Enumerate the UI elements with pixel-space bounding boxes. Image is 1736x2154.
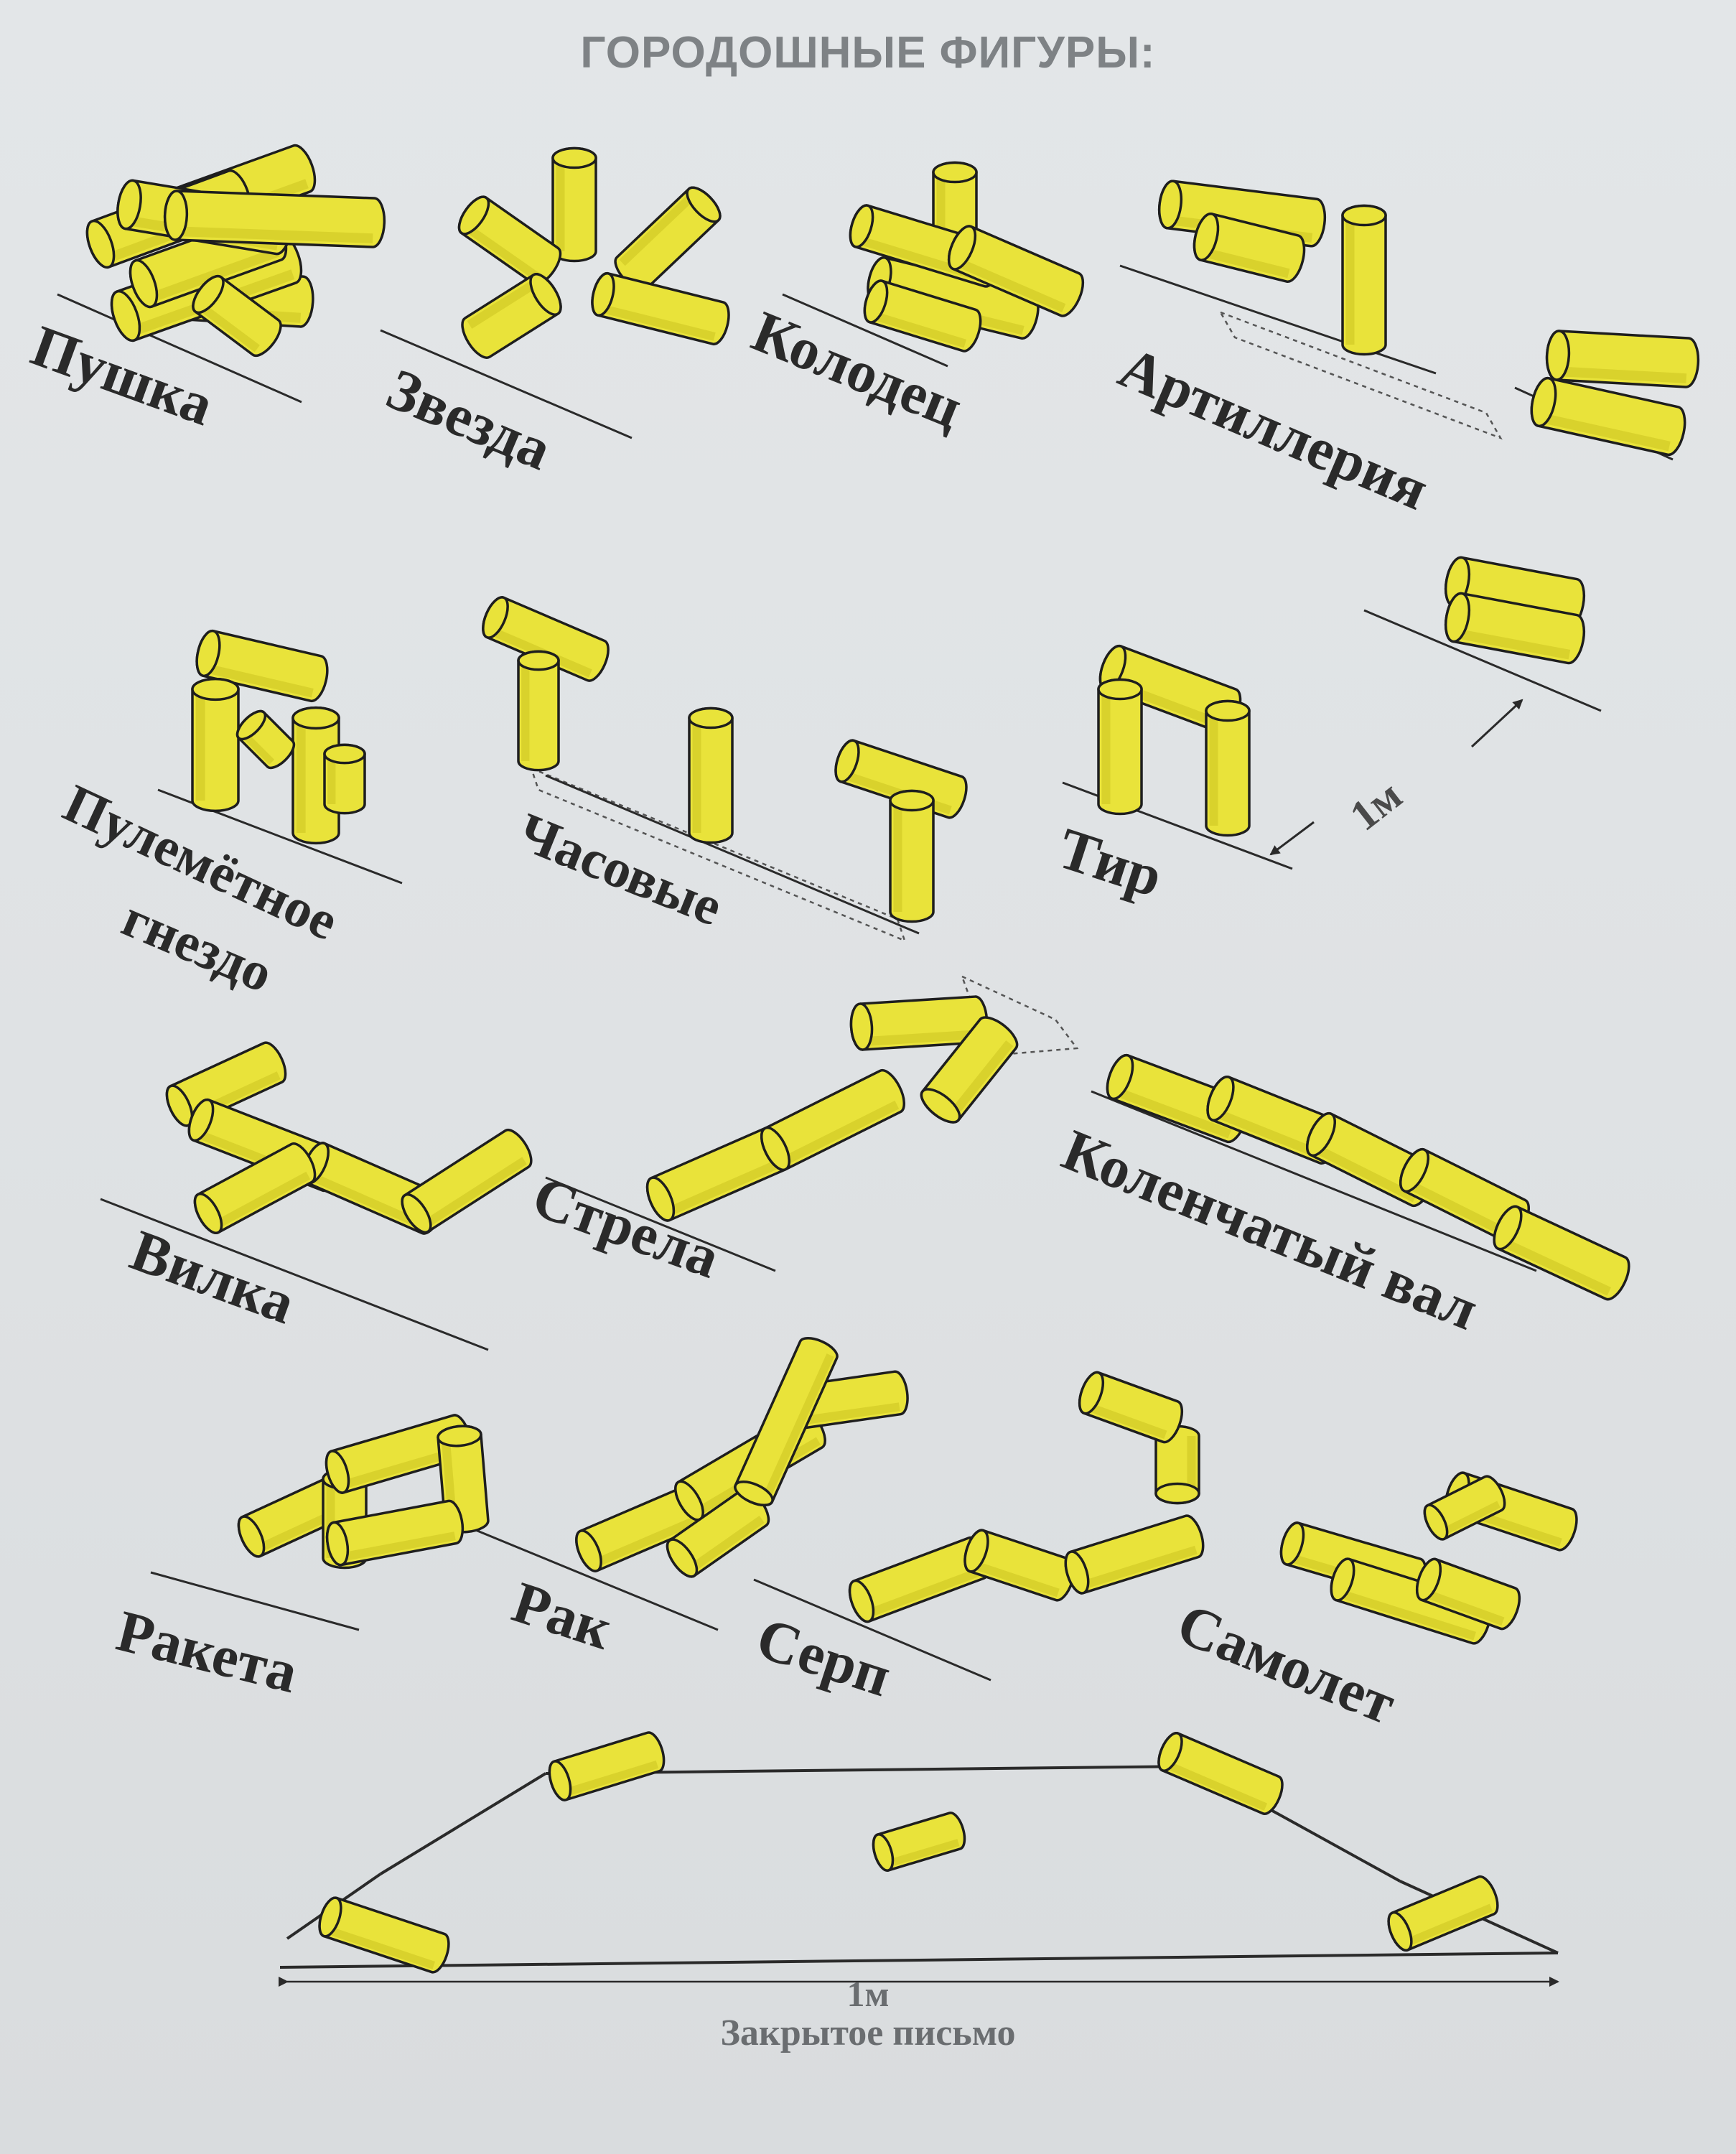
gorodki-stick [191, 677, 240, 813]
chasovye-outline [529, 766, 907, 943]
letter-edge [379, 1772, 547, 1875]
gorodki-stick [920, 1016, 1019, 1124]
gorodki-stick [318, 1896, 450, 1974]
gorodki-stick [1444, 592, 1586, 665]
gorodki-stick [401, 1128, 533, 1234]
base-line [473, 1528, 719, 1631]
gorodki-stick [1545, 330, 1700, 388]
base-line [545, 774, 920, 935]
gorodki-stick [461, 273, 562, 359]
gorodki-stick [325, 1499, 465, 1567]
gorodki-stick [457, 195, 562, 286]
gorodki-stick [1423, 1475, 1506, 1541]
gorodki-stick [1341, 204, 1387, 356]
gorodki-stick [591, 271, 730, 346]
base-line [150, 1571, 360, 1631]
gorodki-stick [548, 1731, 666, 1801]
gorodki-stick [1399, 1147, 1530, 1244]
page-title: ГОРОДОШНЫЕ ФИГУРЫ: [580, 28, 1156, 78]
gorodki-stick [889, 789, 935, 923]
base-line [545, 1176, 776, 1272]
gorodki-stick [872, 1812, 966, 1872]
gorodki-stick [1205, 699, 1251, 837]
base-line [753, 1578, 991, 1682]
gorodki-stick [947, 225, 1085, 317]
gorodki-stick [1387, 1875, 1499, 1952]
gorodki-stick [688, 707, 734, 844]
gorodki-stick [1097, 678, 1143, 816]
gorodki-stick [1530, 376, 1686, 457]
base-line [100, 1198, 489, 1351]
gorodki-stick [963, 1529, 1075, 1602]
base-line [1119, 264, 1437, 375]
gorodki-stick [1078, 1371, 1184, 1444]
base-line [1091, 1090, 1537, 1272]
gorodki-stick [734, 1337, 839, 1506]
gorodki-stick [163, 190, 386, 248]
base-line [782, 293, 948, 368]
base-line [57, 293, 302, 404]
letter-dimension-1m: 1м [846, 1974, 890, 2014]
gorodki-stick [1415, 1557, 1521, 1631]
gorodki-stick [849, 995, 989, 1051]
gorodki-stick [1493, 1205, 1630, 1301]
gorodki-stick [1193, 213, 1306, 283]
gorodki-stick [517, 650, 560, 772]
gorodki-stick [195, 629, 329, 703]
artilleriya-outline [1218, 310, 1503, 440]
bottom-caption: Закрытое письмо [720, 2013, 1016, 2053]
letter-baseline [279, 1952, 1559, 1969]
tir-dimension-arrow-left [1269, 821, 1315, 856]
gorodki-stick [193, 1142, 317, 1234]
tir-dimension-arrow-right [1470, 699, 1523, 748]
gorodki-stick [192, 274, 282, 358]
gorodki-stick [1064, 1514, 1205, 1595]
gorodki-stick [1157, 1732, 1284, 1815]
gorodki-stick [863, 279, 982, 353]
gorodki-stick [760, 1068, 905, 1172]
gorodki-stick [235, 709, 296, 770]
gorodki-stick [323, 743, 366, 815]
gorodki-stick [551, 146, 597, 263]
base-line [380, 329, 633, 439]
base-line [1363, 609, 1602, 712]
